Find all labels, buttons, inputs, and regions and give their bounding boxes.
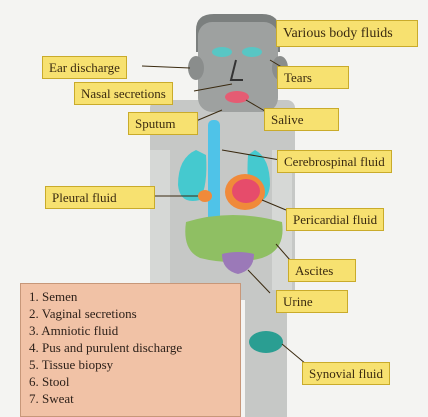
nasal-secretions-label: Nasal secretions [74,82,173,105]
tears-label: Tears [277,66,349,89]
title-label: Various body fluids [276,20,418,47]
synovial-fluid-label: Synovial fluid [302,362,390,385]
ascites-label: Ascites [288,259,356,282]
pericardial-fluid-label: Pericardial fluid [286,208,384,231]
list-item: 4. Pus and purulent discharge [29,339,234,356]
list-item: 5. Tissue biopsy [29,356,234,373]
leader-ear [142,66,190,68]
heart [232,179,260,203]
sputum-label: Sputum [128,112,198,135]
other-fluids-list: 1. Semen 2. Vaginal secretions 3. Amniot… [20,283,241,417]
list-item: 6. Stool [29,373,234,390]
list-item: 1. Semen [29,288,234,305]
list-item: 3. Amniotic fluid [29,322,234,339]
knee [249,331,283,353]
pleural-fluid-label: Pleural fluid [45,186,155,209]
left-eye [212,47,232,57]
list-item: 7. Sweat [29,390,234,407]
csf-label: Cerebrospinal fluid [277,150,392,173]
pleural-effusion [198,190,212,202]
saliva-label: Salive [264,108,339,131]
urine-label: Urine [276,290,348,313]
list-item: 2. Vaginal secretions [29,305,234,322]
left-arm [150,150,170,290]
ear-discharge-label: Ear discharge [42,56,127,79]
mouth [225,91,249,103]
right-eye [242,47,262,57]
left-ear [188,56,204,80]
